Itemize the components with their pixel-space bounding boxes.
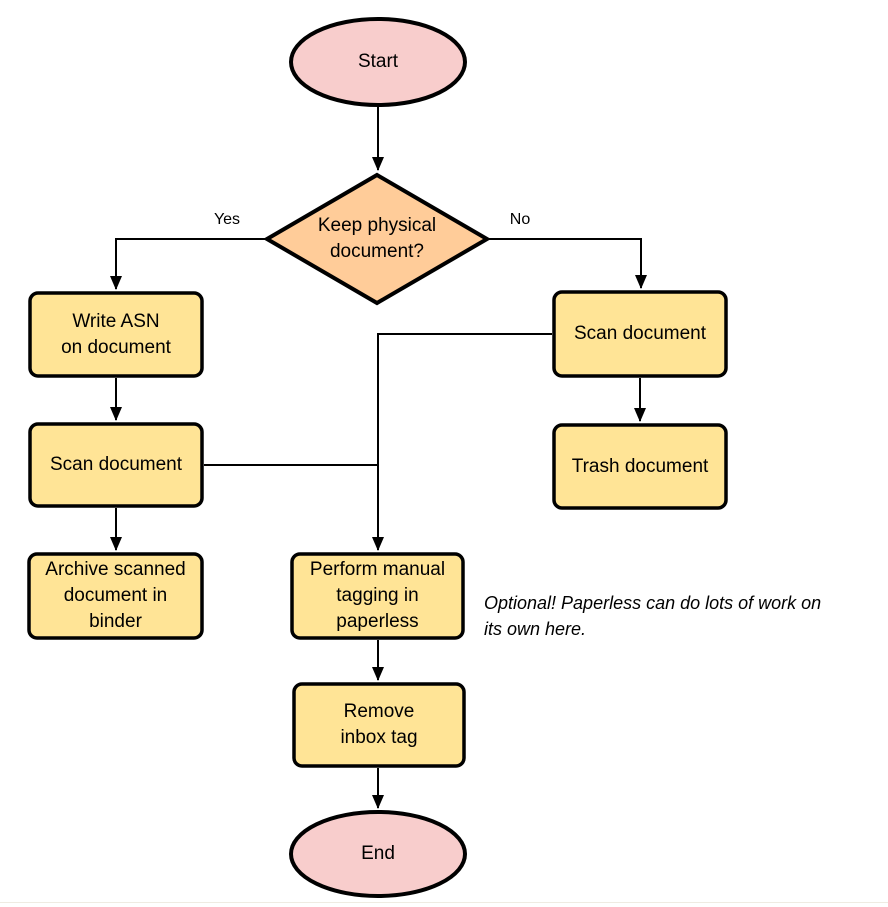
write-asn-node-shape: [28, 291, 204, 378]
perform-tagging-node-shape: [290, 552, 465, 640]
decision-keep-physical-shape: [263, 172, 491, 306]
edge-scan-right-to-perform-tagging: [372, 333, 552, 551]
edge-label-yes: Yes: [213, 211, 241, 228]
trash-document-node-shape: [552, 423, 728, 510]
edge-label-no: No: [509, 211, 531, 228]
scan-document-left-node-shape: [28, 422, 204, 508]
start-node-shape: [289, 17, 467, 107]
bottom-divider-line: [0, 902, 888, 903]
edge-decision-no-to-scan-right: [489, 238, 647, 289]
edge-decision-yes-to-write-asn: [110, 238, 265, 290]
archive-scanned-node-shape: [27, 552, 204, 640]
remove-inbox-tag-node-shape: [292, 682, 466, 768]
scan-document-right-node-shape: [552, 290, 728, 378]
optional-annotation: Optional! Paperless can do lots of work …: [484, 593, 822, 639]
end-node-shape: [289, 810, 467, 898]
